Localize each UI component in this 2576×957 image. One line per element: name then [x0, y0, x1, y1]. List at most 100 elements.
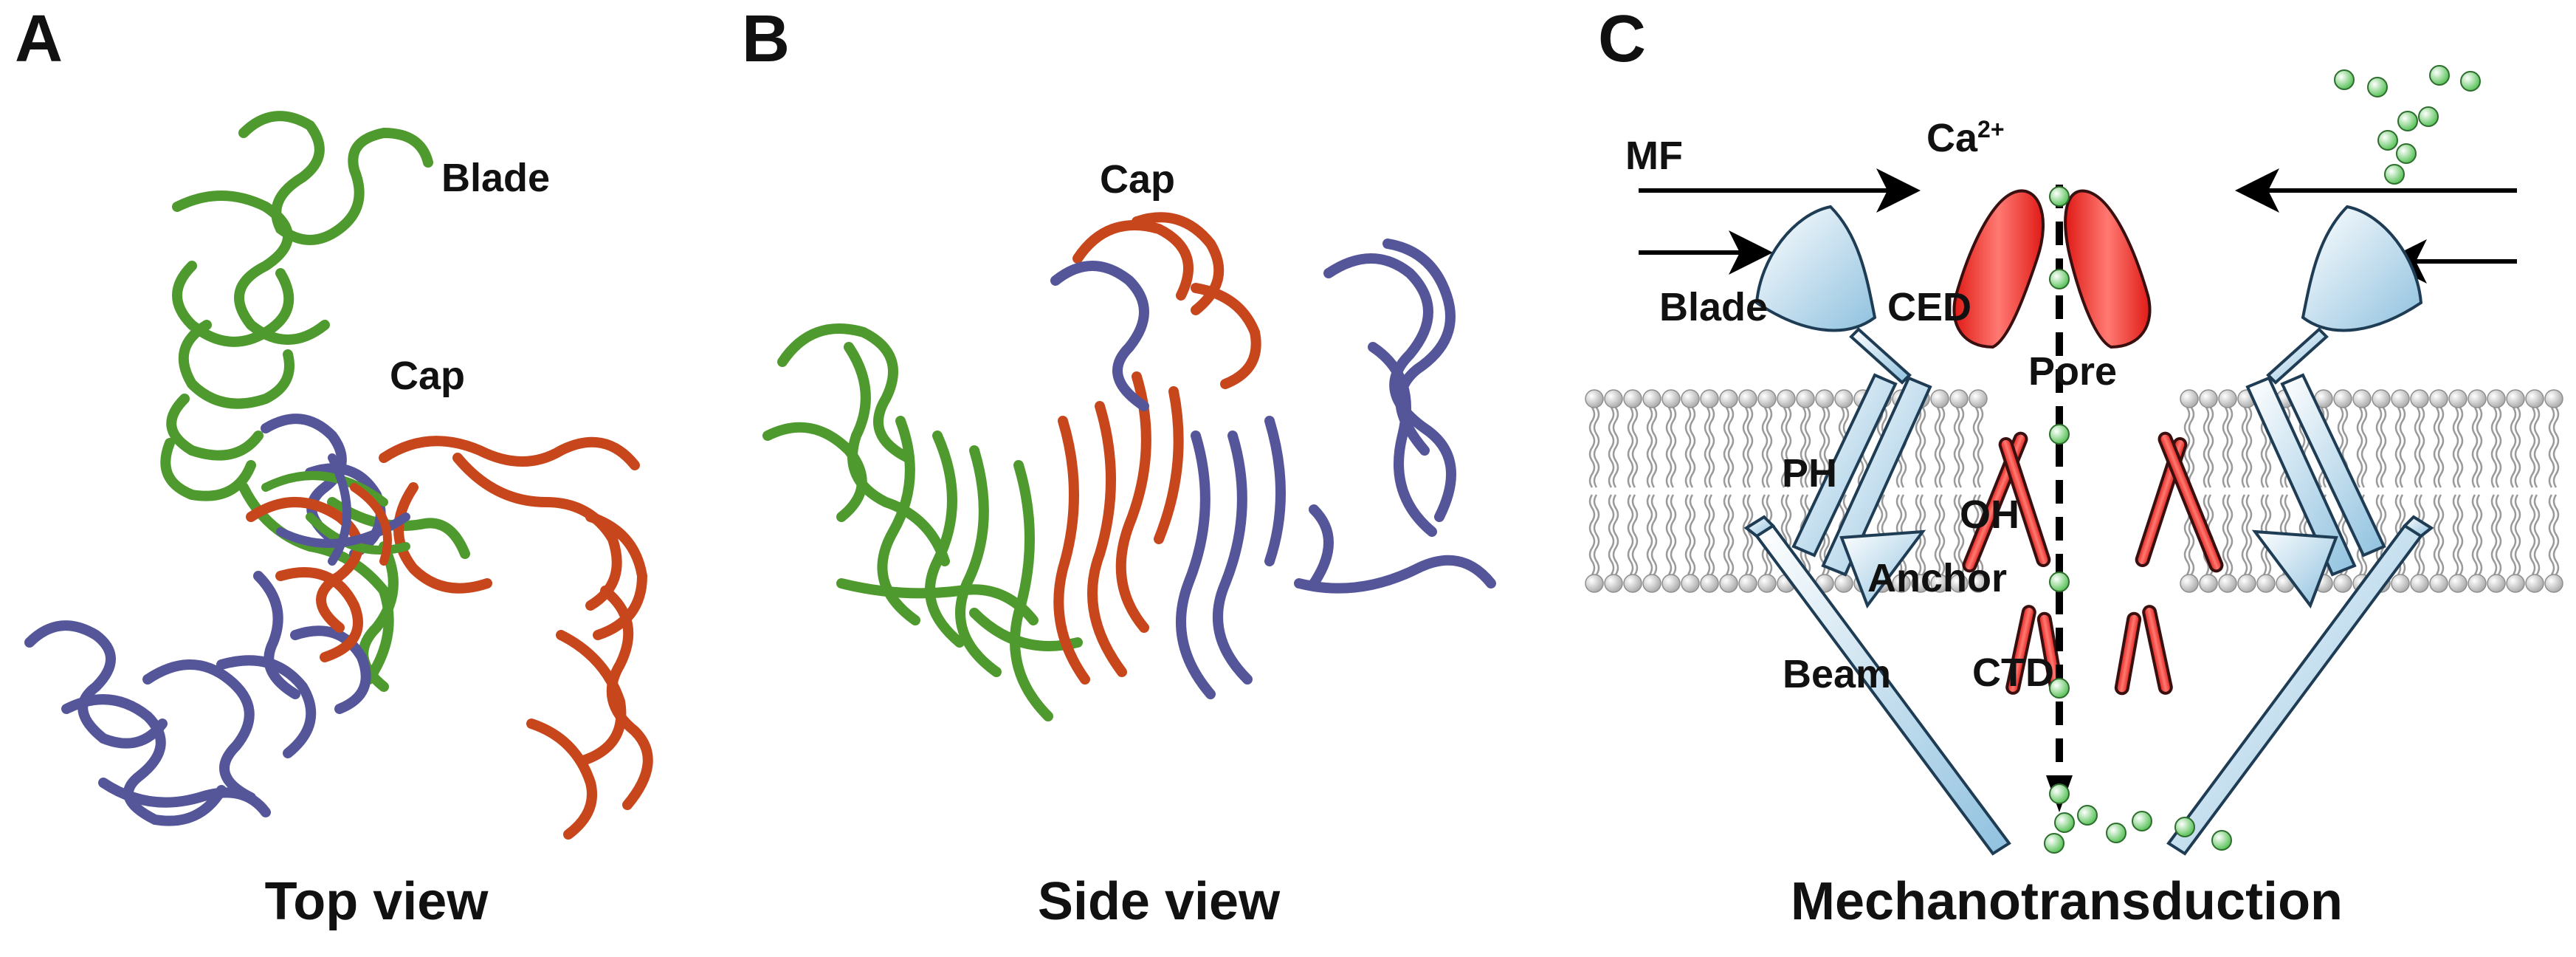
lipid-tail: [1761, 407, 1769, 488]
ced-right: [2064, 189, 2152, 349]
lipid-tail: [2375, 407, 2383, 488]
lipid-bilayer-membrane: [1585, 389, 2563, 593]
lipid-head: [1700, 389, 1719, 408]
lipid-head: [2506, 389, 2525, 408]
panel-a-caption: Top view: [264, 872, 489, 931]
panel-b-label-cap: Cap: [1100, 157, 1176, 202]
panel-a-letter: A: [15, 2, 63, 76]
panel-a-cap-core: [261, 453, 410, 566]
panel-b-letter: B: [742, 2, 790, 76]
lipid-tail: [1919, 407, 1926, 488]
panel-c-label-ph: PH: [1782, 451, 1838, 495]
lipid-tail: [1938, 494, 1946, 575]
lipid-tail: [2226, 407, 2234, 488]
lipid-head: [1719, 574, 1738, 593]
lipid-head: [2218, 389, 2237, 408]
panel-a-label-blade: Blade: [441, 156, 551, 200]
lipid-tail: [1972, 407, 1980, 488]
lipid-tail: [1670, 494, 1677, 575]
oh-right-outer: [2157, 431, 2224, 573]
lipid-head: [1604, 574, 1623, 593]
lipid-tail: [2360, 407, 2368, 488]
left-beam-joint: [1743, 515, 1776, 538]
lipid-tail: [2399, 407, 2406, 488]
lipid-tail: [2418, 407, 2425, 488]
panel-c-label-oh: OH: [1960, 493, 2019, 537]
lipid-tail: [2476, 407, 2483, 488]
lipid-head: [1642, 574, 1661, 593]
left-ph-rod: [1821, 376, 1932, 577]
right-anchor-triangle: [2251, 529, 2338, 609]
lipid-head: [1738, 389, 1757, 408]
lipid-tail: [1670, 407, 1677, 488]
lipid-tail: [2437, 494, 2445, 575]
panel-c-label-ctd: CTD: [1972, 651, 2054, 695]
lipid-head: [1930, 574, 1949, 593]
lipid-tail: [2495, 407, 2502, 488]
ca-symbol: Ca: [1926, 116, 1978, 160]
lipid-head: [2544, 389, 2563, 408]
lipid-tail: [1646, 494, 1653, 575]
lipid-head: [1796, 389, 1815, 408]
lipid-tail: [2510, 407, 2517, 488]
lipid-tail: [1957, 407, 1965, 488]
ctd-right-1: [2114, 611, 2142, 696]
lipid-head: [2256, 574, 2276, 593]
lipid-head: [2448, 389, 2467, 408]
lipid-head: [2429, 389, 2448, 408]
ctd-left-1: [2005, 605, 2036, 695]
lipid-head: [2391, 389, 2410, 408]
lipid-head: [1757, 574, 1777, 593]
lipid-head: [1585, 389, 1604, 408]
left-anchor-triangle: [1839, 529, 1926, 609]
lipid-head: [1719, 389, 1738, 408]
lipid-tail: [1977, 407, 1984, 488]
ctd-right-2: [2142, 605, 2173, 695]
lipid-tail: [1919, 494, 1926, 575]
lipid-tail: [1780, 407, 1788, 488]
lipid-tail: [1934, 407, 1941, 488]
lipid-head: [1585, 574, 1604, 593]
lipid-head: [1949, 574, 1969, 593]
lipid-tail: [1646, 407, 1653, 488]
left-ph-rod-2: [1791, 373, 1898, 558]
lipid-tail: [2188, 407, 2195, 488]
lipid-tail: [1953, 494, 1960, 575]
lipid-tail: [1708, 407, 1715, 488]
lipid-head: [2487, 574, 2506, 593]
lipid-head: [1815, 389, 1834, 408]
lipid-head: [1834, 389, 1853, 408]
lipid-tail: [1766, 407, 1773, 488]
lipid-tail: [2548, 494, 2555, 575]
lipid-tail: [2514, 494, 2521, 575]
lipid-tail: [2222, 407, 2229, 488]
lipid-tail: [2529, 407, 2536, 488]
lipid-tail: [2552, 494, 2560, 575]
lipid-tail: [1742, 494, 1749, 575]
lipid-head: [2199, 389, 2218, 408]
right-ph-rod: [2245, 376, 2357, 577]
lipid-tail: [2548, 407, 2555, 488]
panel-c-label-pore: Pore: [2028, 349, 2118, 394]
lipid-tail: [1650, 494, 1658, 575]
lipid-tail: [2456, 407, 2464, 488]
lipid-tail: [2476, 494, 2483, 575]
pore-domains: [1952, 189, 2224, 696]
panel-c-mechanotransduction-diagram: [1585, 65, 2563, 856]
lipid-head: [2487, 389, 2506, 408]
right-blade-domain: [2301, 205, 2423, 332]
lipid-head: [2180, 389, 2199, 408]
right-blade-stalk: [2266, 327, 2329, 385]
lipid-head: [1623, 389, 1642, 408]
lipid-tail: [1627, 494, 1634, 575]
lipid-tail: [1650, 407, 1658, 488]
left-blade-stalk: [1849, 327, 1912, 385]
calcium-ions-pore: [2049, 186, 2070, 699]
lipid-tail: [1723, 494, 1730, 575]
lipid-head: [1604, 389, 1623, 408]
lipid-tail: [1608, 494, 1615, 575]
lipid-head: [1969, 389, 1988, 408]
lipid-tail: [2552, 407, 2560, 488]
lipid-tail: [1593, 407, 1600, 488]
lipid-tail: [2452, 407, 2459, 488]
